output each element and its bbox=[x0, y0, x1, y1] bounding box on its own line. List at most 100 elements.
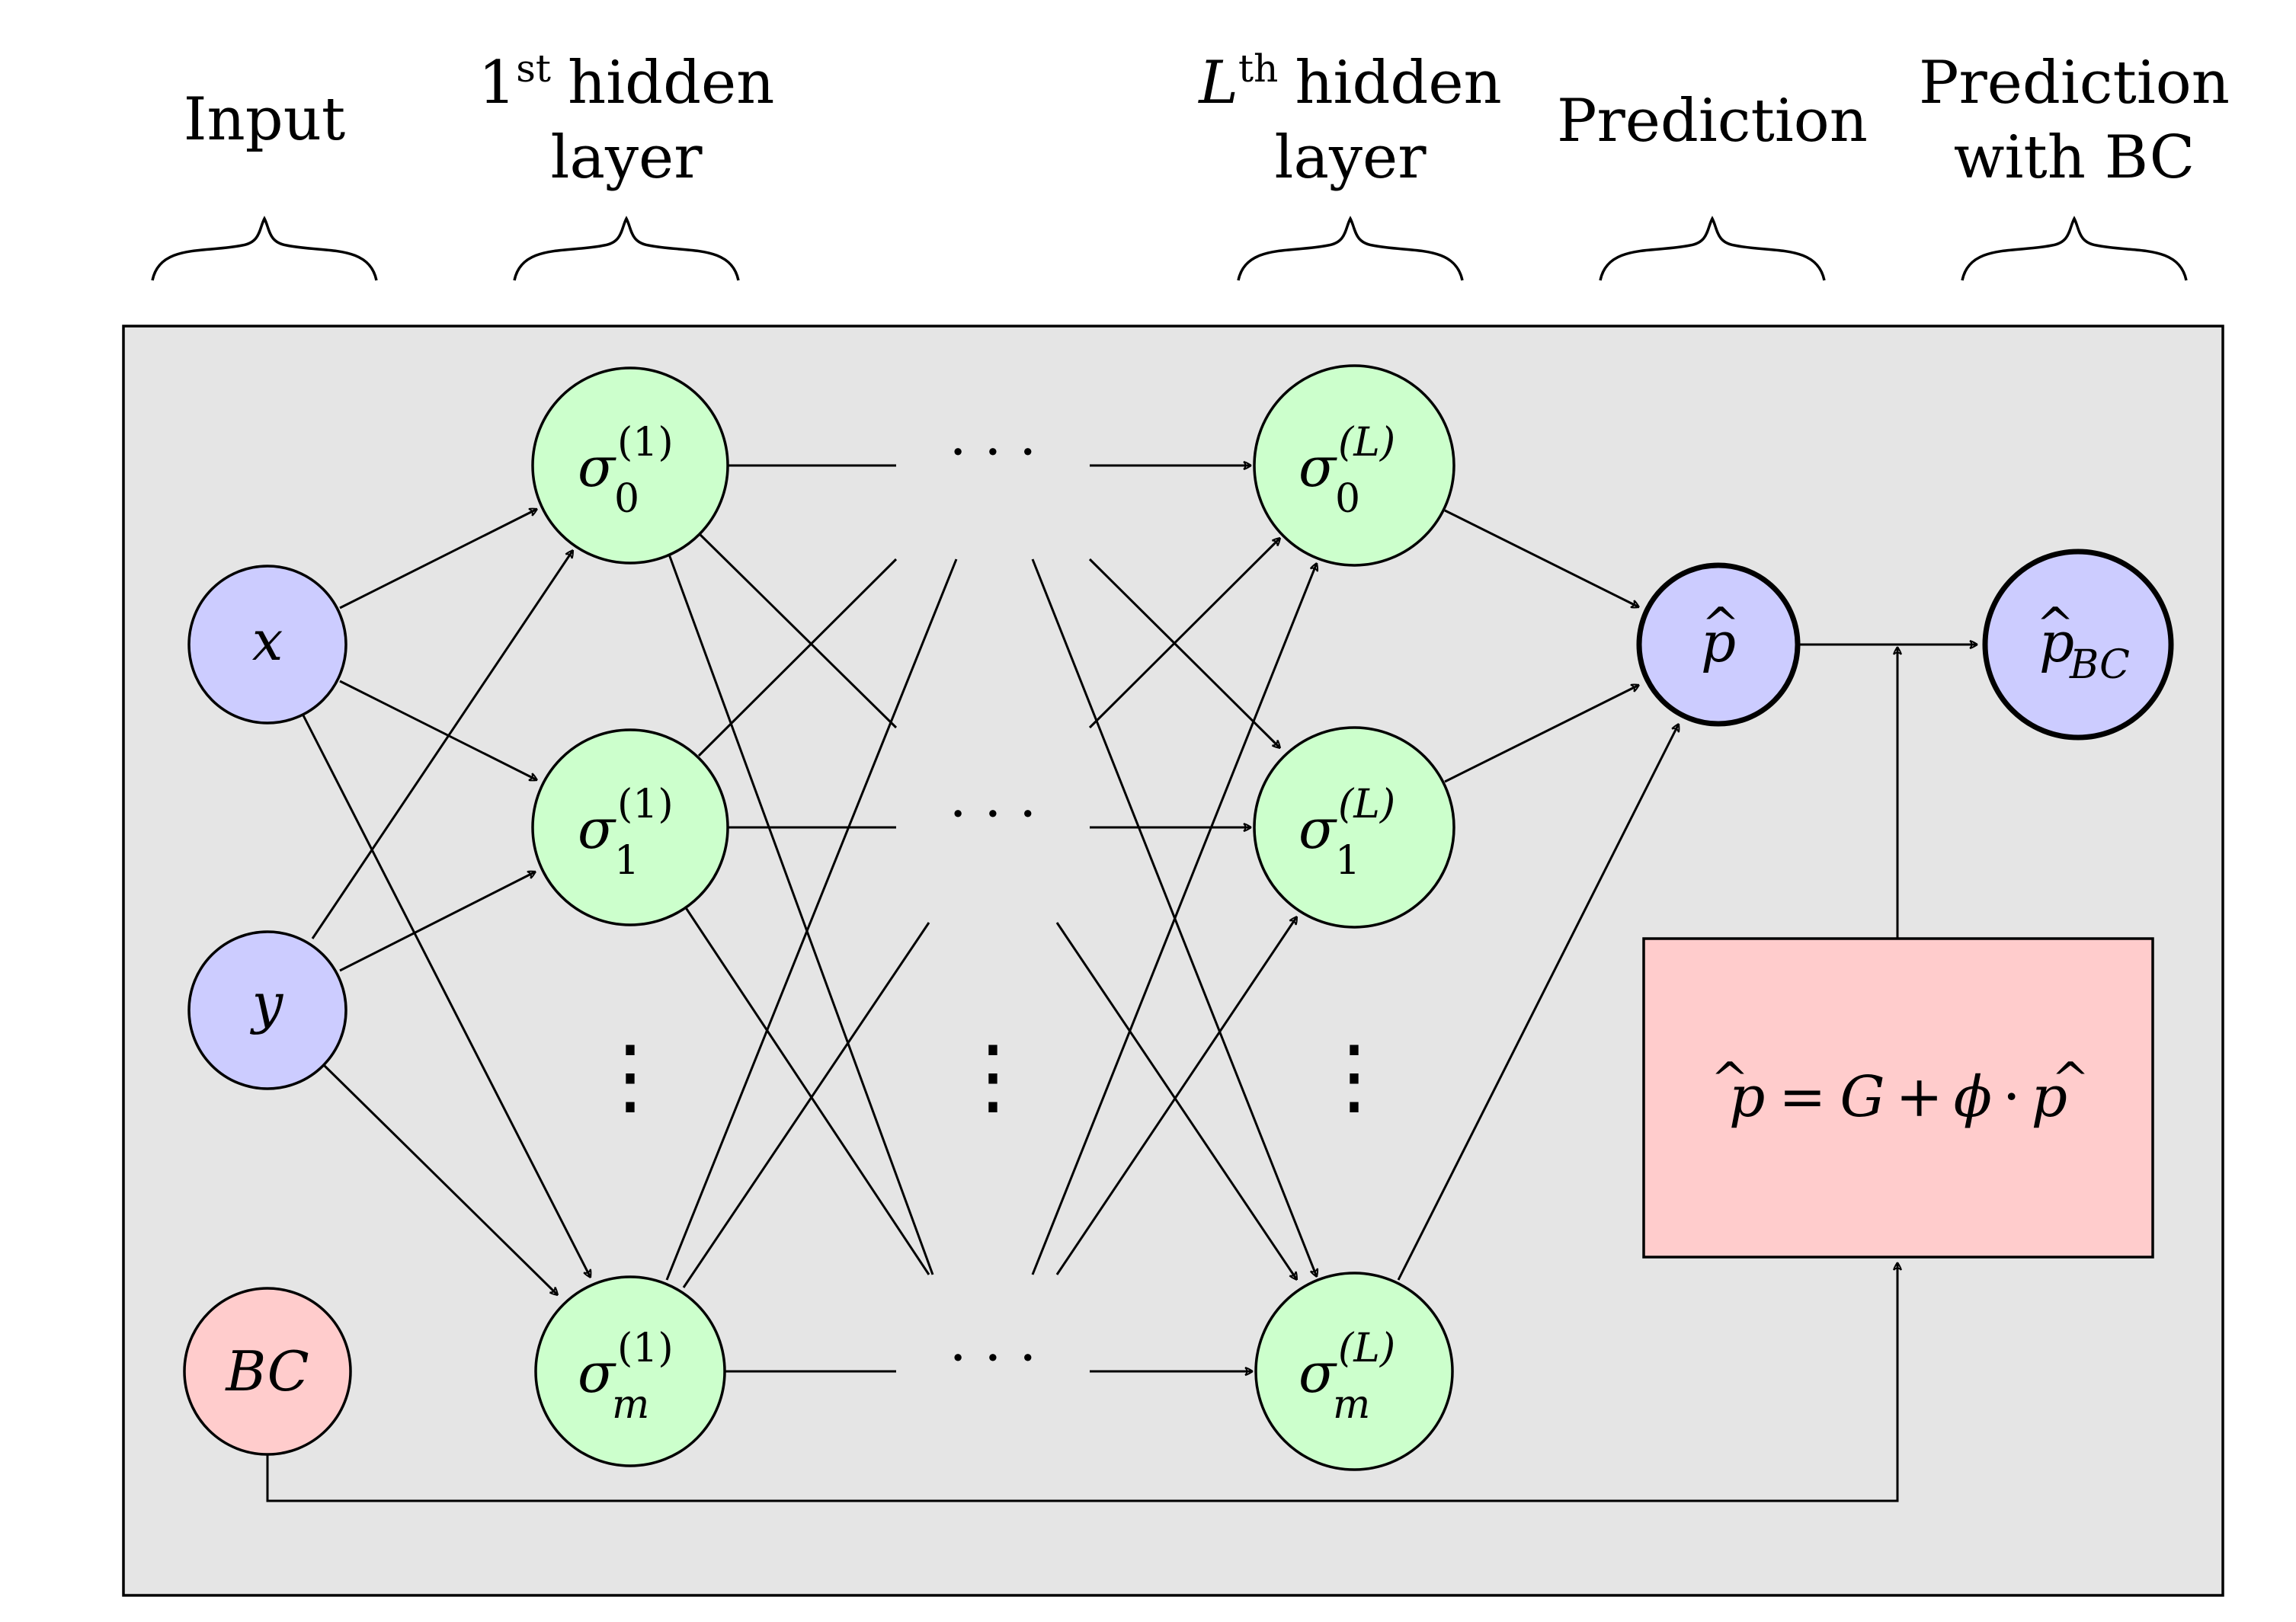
edge-hl-m-pred bbox=[1397, 723, 1680, 1281]
prediction-layer: p ^ p ^ BC bbox=[1636, 549, 2174, 741]
node-hl-m-sub: m bbox=[1333, 1382, 1370, 1428]
edge-hl-1-in-a bbox=[1088, 558, 1282, 750]
bc-formula-text: p=G+ϕ·p bbox=[1729, 1064, 2067, 1130]
node-p-hat: p ^ bbox=[1636, 562, 1801, 727]
formula-plus: + bbox=[1896, 1064, 1943, 1130]
node-h1-m-sigma: σ bbox=[578, 1341, 616, 1405]
edge-hl-1-pred bbox=[1444, 683, 1640, 783]
edge-hl-m-in-a bbox=[1031, 558, 1319, 1278]
node-y: y bbox=[187, 930, 347, 1090]
brace-input bbox=[151, 216, 378, 281]
edge-y-h1-m bbox=[322, 1064, 559, 1297]
node-hl-0-sub: 0 bbox=[1335, 476, 1360, 522]
brace-prediction-bc bbox=[1961, 216, 2188, 281]
node-p-hat-bc-hat: ^ bbox=[2036, 598, 2074, 651]
node-h1-1: σ (1) 1 bbox=[531, 728, 729, 926]
node-hl-1-sigma: σ bbox=[1299, 797, 1337, 861]
bc-formula-box bbox=[1642, 937, 2154, 1259]
vdots-middle: ⋮ bbox=[951, 1027, 1035, 1125]
edge-x-h1-m bbox=[302, 715, 592, 1278]
node-h1-m-sup: (1) bbox=[617, 1326, 674, 1371]
formula-eq: = bbox=[1779, 1064, 1826, 1130]
bc-formula: p=G+ϕ·p ^ ^ bbox=[1642, 937, 2154, 1259]
header-hidden-l-sup: th bbox=[1238, 46, 1278, 91]
edge-y-h1-0 bbox=[311, 549, 575, 939]
node-y-circle bbox=[187, 930, 347, 1090]
node-h1-1-circle bbox=[531, 728, 729, 926]
formula-phi: ϕ bbox=[1954, 1064, 1992, 1130]
node-p-hat-bc-sub: BC bbox=[2069, 642, 2130, 688]
edge-h1-0-out-b bbox=[697, 532, 898, 729]
edge-bc-formula bbox=[266, 1262, 1902, 1502]
node-p-hat-bc: p ^ BC bbox=[1982, 549, 2174, 741]
header-braces bbox=[151, 216, 2188, 281]
node-h1-0-sup: (1) bbox=[617, 420, 674, 465]
node-h1-m-sub: m bbox=[612, 1382, 649, 1428]
node-hl-0: σ (L) 0 bbox=[1253, 364, 1455, 567]
node-h1-0-sub: 0 bbox=[614, 476, 639, 522]
header-prediction-bc-line2: with BC bbox=[1954, 123, 2195, 192]
edge-hl-m-in-b bbox=[1055, 922, 1299, 1281]
formula-rhs-hat: ^ bbox=[2051, 1053, 2089, 1106]
node-hl-1-circle bbox=[1253, 726, 1455, 929]
node-x-circle bbox=[187, 565, 347, 725]
header-hidden-1-num: 1 bbox=[479, 49, 517, 117]
node-p-hat-label: p bbox=[1701, 610, 1736, 674]
brace-hidden-1 bbox=[513, 216, 740, 281]
node-h1-0-circle bbox=[531, 366, 729, 565]
header-hidden-1-word: hidden bbox=[568, 49, 774, 117]
node-hl-0-sigma: σ bbox=[1299, 435, 1337, 499]
node-h1-m: σ (1) m bbox=[534, 1275, 726, 1467]
node-hl-1: σ (L) 1 bbox=[1253, 726, 1455, 929]
node-h1-1-sup: (1) bbox=[617, 782, 674, 827]
hdots-row-m: · · · bbox=[949, 1326, 1036, 1390]
node-p-hat-hat: ^ bbox=[1702, 598, 1740, 651]
edge-hl-1-in-c bbox=[1055, 916, 1299, 1275]
formula-lhs-hat: ^ bbox=[1711, 1053, 1749, 1106]
node-hl-1-sup: (L) bbox=[1338, 782, 1395, 827]
header-prediction: Prediction bbox=[1557, 87, 1868, 155]
node-p-hat-bc-circle bbox=[1982, 549, 2174, 741]
node-bc: BC bbox=[183, 1287, 352, 1456]
edge-y-h1-1 bbox=[339, 870, 536, 972]
edge-hl-0-pred bbox=[1444, 509, 1640, 609]
edge-x-h1-1 bbox=[339, 680, 538, 782]
edge-h1-m-out-b bbox=[682, 922, 930, 1288]
header-hidden-1-line2: layer bbox=[551, 123, 703, 192]
formula-rhs-p: p bbox=[2032, 1064, 2067, 1130]
node-p-hat-bc-p: p bbox=[2039, 610, 2074, 674]
brace-hidden-l bbox=[1237, 216, 1464, 281]
header-hidden-l-word: hidden bbox=[1295, 49, 1501, 117]
node-p-hat-circle bbox=[1636, 562, 1801, 727]
node-hl-m-sigma: σ bbox=[1299, 1341, 1337, 1405]
edge-h1-1-out-a bbox=[697, 558, 898, 757]
ellipsis: · · · · · · · · · ⋮ ⋮ ⋮ bbox=[588, 420, 1396, 1390]
hidden-layer-1: σ (1) 0 σ (1) 1 σ (1) m bbox=[531, 366, 729, 1467]
header-input: Input bbox=[184, 85, 346, 154]
node-x: x bbox=[187, 565, 347, 725]
edge-x-h1-0 bbox=[339, 507, 538, 609]
node-h1-1-sigma: σ bbox=[578, 797, 616, 861]
header-hidden-l-line2: layer bbox=[1275, 123, 1427, 192]
node-hl-m-circle bbox=[1254, 1272, 1454, 1471]
edge-h1-0-out-c bbox=[667, 552, 934, 1275]
header-prediction-bc-line1: Prediction bbox=[1919, 49, 2230, 117]
vdots-hidden-1: ⋮ bbox=[588, 1027, 672, 1125]
node-hl-0-sup: (L) bbox=[1338, 420, 1395, 465]
hdots-row-0: · · · bbox=[949, 420, 1036, 484]
formula-g: G bbox=[1840, 1064, 1885, 1130]
node-h1-0: σ (1) 0 bbox=[531, 366, 729, 565]
edge-h1-1-out-c bbox=[682, 904, 930, 1275]
node-x-label: x bbox=[252, 609, 283, 673]
input-layer: x y BC bbox=[183, 565, 352, 1456]
edge-h1-m-out-a bbox=[665, 558, 958, 1281]
brace-prediction bbox=[1599, 216, 1826, 281]
hidden-layer-l: σ (L) 0 σ (L) 1 σ (L) m bbox=[1253, 364, 1455, 1471]
node-h1-m-circle bbox=[534, 1275, 726, 1467]
node-h1-0-sigma: σ bbox=[578, 435, 616, 499]
node-bc-circle bbox=[183, 1287, 352, 1456]
